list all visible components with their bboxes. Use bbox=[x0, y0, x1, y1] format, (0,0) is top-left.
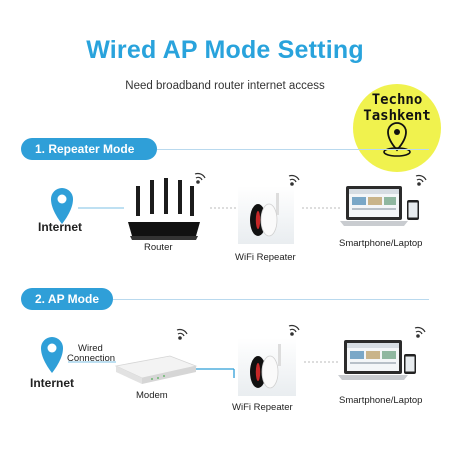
wifi-repeater-icon bbox=[238, 338, 296, 396]
smartphone-icon bbox=[404, 354, 416, 374]
internet-location-pin-icon bbox=[51, 188, 73, 224]
internet-label: Internet bbox=[30, 376, 75, 390]
smartphone-icon bbox=[407, 200, 419, 220]
wifi-signal-icon bbox=[288, 324, 300, 336]
wired-connection-label-line2: Connection bbox=[67, 353, 116, 364]
wifi-repeater-icon bbox=[238, 186, 294, 244]
internet-location-pin-icon bbox=[41, 337, 63, 373]
internet-label: Internet bbox=[38, 220, 83, 234]
repeater-mode-heading: 1. Repeater Mode bbox=[21, 138, 157, 160]
wifi-signal-icon bbox=[415, 174, 427, 186]
wired-connection-label-line1: Wired bbox=[78, 343, 103, 354]
devices-label: Smartphone/Laptop bbox=[339, 395, 423, 406]
wifi-signal-icon bbox=[194, 172, 206, 184]
wifi-signal-icon bbox=[288, 174, 300, 186]
router-label: Router bbox=[144, 242, 173, 253]
repeater-label: WiFi Repeater bbox=[235, 252, 296, 263]
laptop-icon bbox=[340, 186, 408, 226]
wifi-signal-icon bbox=[176, 328, 188, 340]
router-icon bbox=[128, 178, 200, 240]
ap-mode-heading: 2. AP Mode bbox=[21, 288, 113, 310]
devices-label: Smartphone/Laptop bbox=[339, 238, 423, 249]
page-title: Wired AP Mode Setting bbox=[86, 36, 364, 64]
page-subtitle: Need broadband router internet access bbox=[125, 80, 325, 92]
laptop-icon bbox=[338, 340, 408, 380]
brand-logo-line2: Tashkent bbox=[363, 108, 431, 124]
modem-label: Modem bbox=[136, 390, 168, 401]
section-divider bbox=[113, 299, 429, 300]
brand-logo-line1: Techno bbox=[371, 92, 423, 108]
section-divider bbox=[157, 149, 429, 150]
wifi-signal-icon bbox=[414, 326, 426, 338]
modem-icon bbox=[114, 355, 198, 384]
repeater-label: WiFi Repeater bbox=[232, 402, 293, 413]
